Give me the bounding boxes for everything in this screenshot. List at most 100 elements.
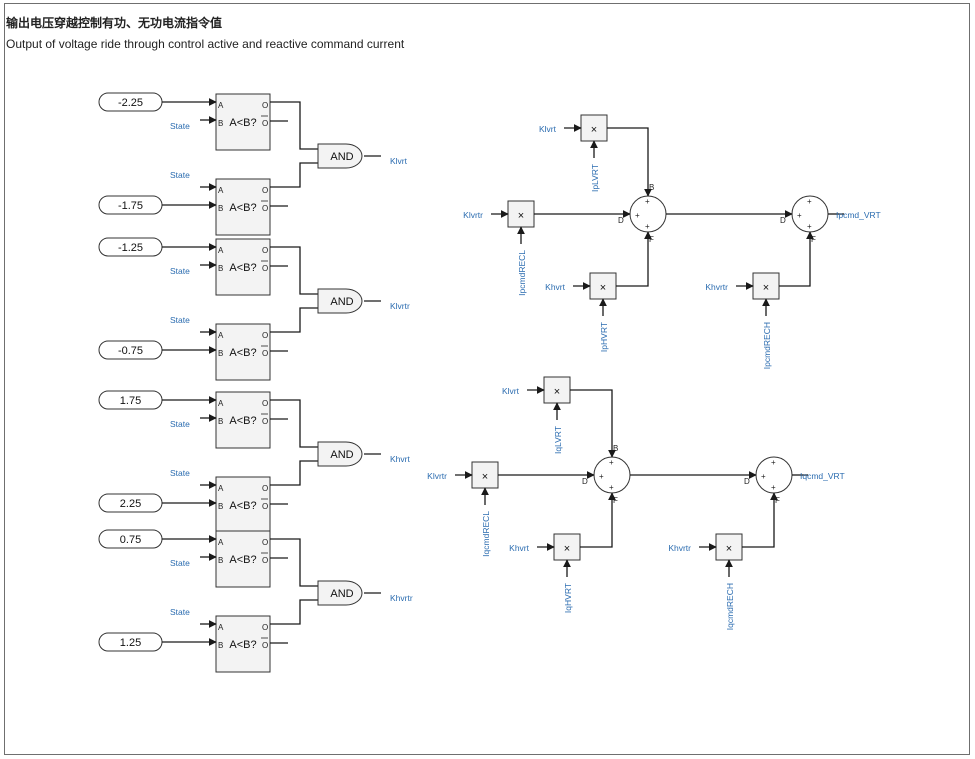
wire-cmp-to-and xyxy=(270,101,318,150)
sum-pin-f: F xyxy=(811,235,816,244)
wire-mult-to-sum-b xyxy=(607,127,652,197)
comparator-pin-a: A xyxy=(218,623,224,632)
sum-pin-d: D xyxy=(582,477,588,486)
comparator-pin-a: A xyxy=(218,331,224,340)
sum-plus-d: + xyxy=(599,472,604,481)
comparator-pin-o: O xyxy=(262,186,268,195)
wire-mult-to-sum-f xyxy=(779,231,814,287)
comparator-pin-b: B xyxy=(218,502,223,511)
constant-1-value: -2.25 xyxy=(118,97,143,109)
comparator-block xyxy=(215,93,271,151)
sum-pin-d: D xyxy=(744,477,750,486)
mult-input-label: Khvrtr xyxy=(705,282,728,292)
diagram-frame xyxy=(4,3,970,755)
comparator-pin-b: B xyxy=(218,641,223,650)
mult-input-label: Khvrt xyxy=(545,282,565,292)
comparator-pin-o: O xyxy=(262,399,268,408)
sum-plus-b: + xyxy=(609,458,614,467)
constant-2-value: -1.75 xyxy=(118,200,143,212)
and-gate xyxy=(317,143,363,169)
comparator-pin-b: B xyxy=(218,417,223,426)
constant-8-value: 1.25 xyxy=(120,637,141,649)
mult-param-label: IqcmdRECL xyxy=(481,511,491,557)
comparator-pin-o: O xyxy=(262,246,268,255)
comparator-block xyxy=(215,476,271,534)
comparator-pin-obar: O xyxy=(262,119,268,128)
comparator-block xyxy=(215,391,271,449)
mult-input-label: Khvrtr xyxy=(668,543,691,553)
multiplier-symbol: × xyxy=(600,282,606,294)
multiplier-symbol: × xyxy=(518,210,524,222)
comparator-label: A<B? xyxy=(229,415,256,427)
and-gate xyxy=(317,580,363,606)
multiplier-symbol: × xyxy=(554,386,560,398)
sum-pin-b: B xyxy=(649,183,654,192)
sum-plus-f: + xyxy=(807,222,812,231)
comparator-block xyxy=(215,615,271,673)
wire-cmp-to-and xyxy=(270,246,318,295)
sum-plus-b: + xyxy=(645,197,650,206)
comparator-block xyxy=(215,323,271,381)
and-gate xyxy=(317,441,363,467)
comparator-pin-obar: O xyxy=(262,556,268,565)
sum-plus-f: + xyxy=(645,222,650,231)
sum-plus-b: + xyxy=(771,458,776,467)
sum-pin-f: F xyxy=(649,235,654,244)
wire-cmp-to-and xyxy=(270,399,318,448)
mult-param-label: IpHVRT xyxy=(599,322,609,352)
comparator-label: A<B? xyxy=(229,554,256,566)
sum-output-label: Iqcmd_VRT xyxy=(800,471,845,481)
sum-plus-f: + xyxy=(609,483,614,492)
multiplier-symbol: × xyxy=(763,282,769,294)
sum-pin-b: B xyxy=(613,444,618,453)
wire-mult-to-sum-f xyxy=(580,492,616,548)
state-label: State xyxy=(170,315,190,325)
constant-6-value: 2.25 xyxy=(120,498,141,510)
state-label: State xyxy=(170,121,190,131)
wire-mult-to-sum-b xyxy=(570,389,616,458)
wire-cmp-to-and xyxy=(270,460,318,486)
and-output-label: Khvrt xyxy=(390,454,410,464)
comparator-block xyxy=(215,530,271,588)
comparator-pin-obar: O xyxy=(262,417,268,426)
constant-3-value: -1.25 xyxy=(118,242,143,254)
comparator-pin-a: A xyxy=(218,399,224,408)
comparator-pin-obar: O xyxy=(262,204,268,213)
mult-input-label: Klvrt xyxy=(539,124,557,134)
comparator-pin-b: B xyxy=(218,204,223,213)
state-label: State xyxy=(170,170,190,180)
comparator-label: A<B? xyxy=(229,347,256,359)
wire-cmp-to-and xyxy=(270,307,318,333)
sum-plus-d: + xyxy=(797,211,802,220)
comparator-pin-o: O xyxy=(262,101,268,110)
comparator-pin-a: A xyxy=(218,246,224,255)
comparator-pin-o: O xyxy=(262,623,268,632)
comparator-label: A<B? xyxy=(229,639,256,651)
comparator-pin-a: A xyxy=(218,186,224,195)
wire-cmp-to-and xyxy=(270,538,318,587)
comparator-pin-a: A xyxy=(218,484,224,493)
state-label: State xyxy=(170,607,190,617)
title-chinese: 输出电压穿越控制有功、无功电流指令值 xyxy=(6,16,223,30)
comparator-pin-o: O xyxy=(262,538,268,547)
comparator-pin-a: A xyxy=(218,538,224,547)
mult-param-label: IqLVRT xyxy=(553,426,563,454)
sum-pin-d: D xyxy=(618,216,624,225)
wire-mult-to-sum-f xyxy=(616,231,652,287)
sum-plus-b: + xyxy=(807,197,812,206)
and-gate-label: AND xyxy=(330,449,353,461)
multiplier-block xyxy=(507,200,535,228)
comparator-pin-b: B xyxy=(218,349,223,358)
comparator-pin-b: B xyxy=(218,556,223,565)
state-label: State xyxy=(170,558,190,568)
comparator-pin-b: B xyxy=(218,264,223,273)
and-gate xyxy=(317,288,363,314)
comparator-pin-a: A xyxy=(218,101,224,110)
comparator-label: A<B? xyxy=(229,500,256,512)
mult-param-label: IpcmdRECL xyxy=(517,250,527,296)
wire-cmp-to-and xyxy=(270,162,318,188)
and-output-label: Khvrtr xyxy=(390,593,413,603)
wire-mult-to-sum-f xyxy=(742,492,778,548)
state-label: State xyxy=(170,468,190,478)
